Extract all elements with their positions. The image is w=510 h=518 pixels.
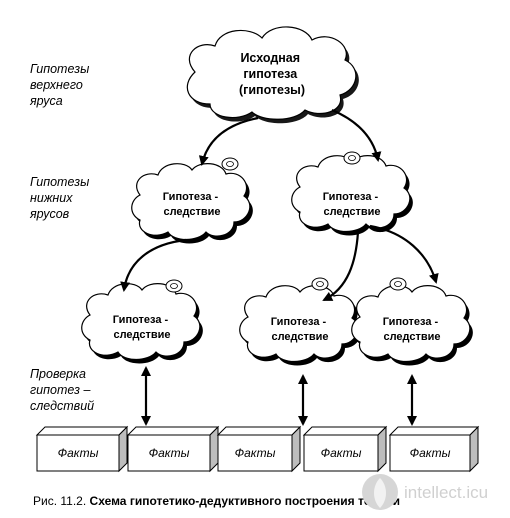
- root-hypothesis-text: Исходная гипотеза (гипотезы): [239, 51, 305, 97]
- arrow-root-to-l2-right: [331, 108, 382, 162]
- hypothesis-text: Гипотеза - следствие: [113, 314, 172, 341]
- hypothesis-text: Гипотеза - следствие: [163, 191, 222, 218]
- hypothesis-cloud-l3-middle: Гипотеза - следствие: [239, 277, 359, 363]
- hypothesis-cloud-l3-right: Гипотеза - следствие: [351, 277, 471, 363]
- hypothesis-text: Гипотеза - следствие: [383, 316, 442, 343]
- hypothesis-cloud-l3-left: Гипотеза - следствие: [81, 279, 201, 361]
- fact-box-1: Факты: [35, 425, 129, 473]
- hypothesis-text: Гипотеза - следствие: [271, 316, 330, 343]
- fact-label: Факты: [149, 446, 190, 460]
- fact-label: Факты: [58, 446, 99, 460]
- caption-title: Схема гипотетико-дедуктивного построения…: [89, 494, 400, 508]
- figure-caption: Рис. 11.2. Схема гипотетико-дедуктивного…: [33, 494, 400, 508]
- hypothesis-cloud-l2-right: Гипотеза - следствие: [291, 151, 411, 233]
- fact-box-3: Факты: [216, 425, 302, 473]
- caption-prefix: Рис. 11.2.: [33, 494, 87, 508]
- fact-box-4: Факты: [302, 425, 388, 473]
- hypothesis-cloud-l2-left: Гипотеза - следствие: [131, 157, 251, 241]
- fact-box-2: Факты: [126, 425, 220, 473]
- root-hypothesis-cloud: Исходная гипотеза (гипотезы): [186, 26, 357, 120]
- fact-label: Факты: [410, 446, 451, 460]
- watermark-text: intellect.icu: [404, 483, 488, 502]
- arrow-l2-right-to-l3-right: [369, 224, 439, 284]
- arrow-l2-left-to-l3-left: [120, 238, 187, 292]
- hypothesis-text: Гипотеза - следствие: [323, 191, 382, 218]
- watermark: intellect.icu: [362, 474, 488, 510]
- arrow-l2-right-to-l3-middle: [322, 231, 360, 301]
- fact-label: Факты: [321, 446, 362, 460]
- fact-box-5: Факты: [388, 425, 480, 473]
- arrow-root-to-l2-left: [198, 116, 259, 166]
- level-label-upper: Гипотезы верхнего яруса: [29, 62, 93, 108]
- level-label-check: Проверка гипотез – следствий: [30, 367, 94, 413]
- level-label-lower: Гипотезы нижних ярусов: [29, 175, 93, 221]
- fact-label: Факты: [235, 446, 276, 460]
